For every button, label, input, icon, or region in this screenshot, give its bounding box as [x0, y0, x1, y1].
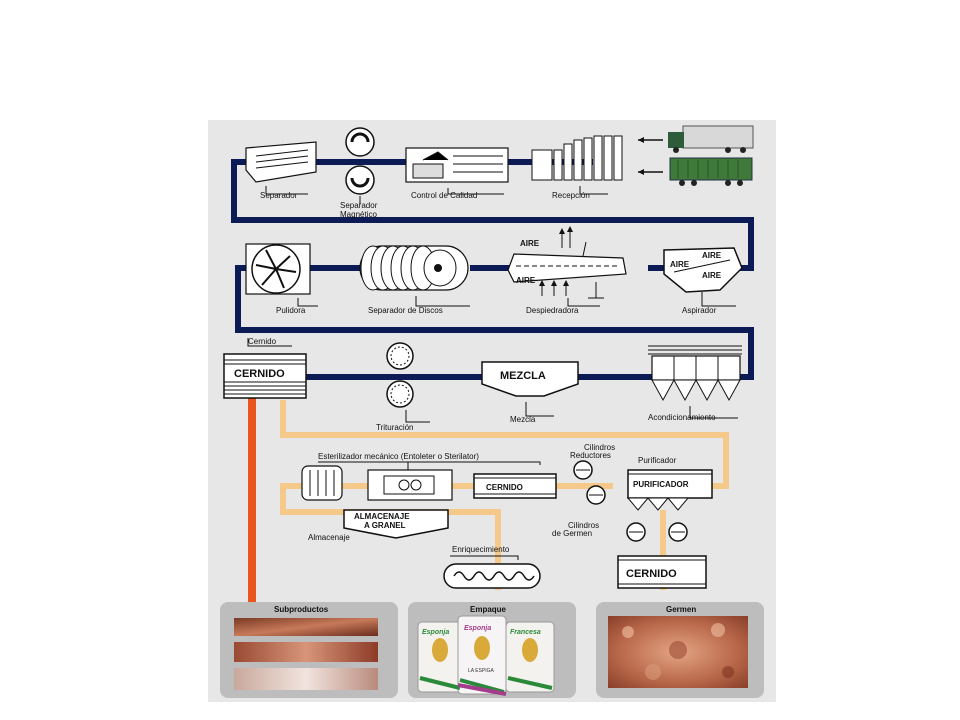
cilindros-germen-rollers — [626, 522, 688, 542]
pulidora-machine — [245, 243, 318, 307]
cernido-label: Cernido — [248, 337, 277, 346]
purificador-machine — [626, 469, 713, 511]
train-hopper-icon — [669, 157, 753, 186]
enriquecimiento-label: Enriquecimiento — [452, 545, 510, 554]
cernido-box-label-2: CERNIDO — [486, 483, 523, 492]
esterilizador-drum — [301, 465, 343, 501]
aire-label-3: AIRE — [702, 251, 722, 260]
enriquecimiento-machine — [443, 563, 541, 589]
flow-diagram-panel: Separador Separador Magnético Control de… — [208, 120, 776, 702]
mezcla-machine — [481, 361, 579, 417]
recepcion-label: Recepción — [552, 191, 590, 200]
germen-panel — [596, 602, 764, 698]
cernido-main-box — [223, 353, 307, 399]
truck-icon — [638, 125, 754, 175]
separador-discos-machine — [359, 245, 470, 307]
recepcion-silos — [531, 135, 623, 195]
acondicionamiento-label: Acondicionamiento — [648, 413, 716, 422]
empaque-panel — [408, 602, 576, 698]
milling-process-diagram: Separador Separador Magnético Control de… — [220, 125, 764, 698]
esterilizador-label: Esterilizador mecánico (Entoleter o Ster… — [318, 452, 479, 461]
separador-discos-label: Separador de Discos — [368, 306, 443, 315]
separador-magnetico-label-2: Magnético — [340, 210, 377, 219]
subproductos-label: Subproductos — [274, 605, 329, 614]
cernido-box-label-3: CERNIDO — [626, 568, 677, 580]
acondicionamiento-machine — [648, 345, 742, 419]
cernido-secondary-box — [473, 473, 557, 499]
cilindros-germen-label-1: Cilindros — [568, 521, 599, 530]
empaque-label: Empaque — [470, 605, 507, 614]
aire-label-5: AIRE — [702, 271, 722, 280]
cilindros-reductores-label-2: Reductores — [570, 451, 611, 460]
purificador-label: Purificador — [638, 456, 677, 465]
almacenaje-box — [343, 509, 449, 539]
almacenaje-label: Almacenaje — [308, 533, 350, 542]
almacenaje-box-label-1: ALMACENAJE — [354, 512, 410, 521]
trituracion-rollers — [386, 342, 430, 423]
pulidora-label: Pulidora — [276, 306, 306, 315]
control-calidad-machine — [405, 147, 509, 195]
separador-magnetico-label-1: Separador — [340, 201, 378, 210]
bag-maker-label: LA ESPIGA — [468, 668, 495, 674]
cernido-box-label-1: CERNIDO — [234, 368, 285, 380]
aspirador-machine — [663, 247, 743, 307]
magnetic-separator-icon — [345, 127, 375, 204]
bag-brand-1: Esponja — [422, 629, 449, 636]
control-calidad-label: Control de Calidad — [411, 191, 477, 200]
subproductos-panel — [220, 602, 398, 698]
trituracion-label: Trituración — [376, 423, 414, 432]
cilindros-reductores-label-1: Cilindros — [584, 443, 615, 452]
despiedradora-label: Despiedradora — [526, 306, 579, 315]
mezcla-box-label: MEZCLA — [500, 370, 546, 382]
bag-brand-3: Francesa — [510, 629, 541, 636]
cilindros-reductores-rollers — [573, 460, 606, 505]
separador-label: Separador — [260, 191, 298, 200]
bag-brand-2: Esponja — [464, 625, 491, 632]
germen-label: Germen — [666, 605, 696, 614]
purificador-box-label: PURIFICADOR — [633, 480, 689, 489]
cernido-germen-box — [617, 555, 707, 589]
almacenaje-box-label-2: A GRANEL — [364, 521, 406, 530]
cilindros-germen-label-2: de Germen — [552, 529, 592, 538]
aire-label-4: AIRE — [670, 260, 690, 269]
aire-label-1: AIRE — [520, 239, 540, 248]
despiedradora-machine — [507, 226, 627, 307]
separador-machine — [245, 141, 317, 195]
aire-label-2: AIRE — [516, 276, 536, 285]
esterilizador-machine — [367, 469, 453, 501]
aspirador-label: Aspirador — [682, 306, 717, 315]
mezcla-label: Mezcla — [510, 415, 536, 424]
